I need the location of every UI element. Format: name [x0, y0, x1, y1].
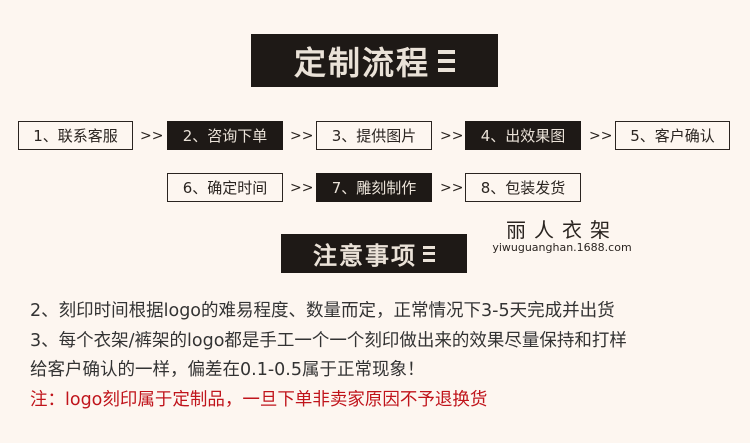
arrow-separator: >>	[140, 127, 164, 144]
step-1-contact-service: 1、联系客服	[18, 121, 133, 150]
brand-name: 丽人衣架	[506, 218, 618, 242]
arrow-separator: >>	[440, 127, 464, 144]
brand-logo: 丽人衣架 yiwuguanghan.1688.com	[492, 214, 632, 254]
step-5-customer-confirm: 5、客户确认	[615, 121, 730, 150]
brand-url: yiwuguanghan.1688.com	[492, 241, 632, 254]
step-3-provide-image: 3、提供图片	[316, 121, 432, 150]
arrow-separator: >>	[290, 179, 314, 196]
section-title-text: 注意事项	[313, 242, 417, 270]
step-4-render-preview: 4、出效果图	[465, 121, 581, 150]
menu-icon	[438, 49, 455, 72]
section-title-notes: 注意事项	[281, 234, 467, 273]
arrow-separator: >>	[589, 127, 613, 144]
section-title-customization-process: 定制流程	[251, 34, 498, 87]
warning-note: 注：logo刻印属于定制品，一旦下单非卖家原因不予退换货	[30, 390, 488, 410]
note-line-3: 给客户确认的一样，偏差在0.1-0.5属于正常现象！	[30, 360, 425, 380]
section-title-text: 定制流程	[293, 43, 430, 82]
step-6-confirm-time: 6、确定时间	[167, 173, 283, 202]
step-8-package-ship: 8、包装发货	[465, 173, 581, 202]
step-7-engraving: 7、雕刻制作	[316, 173, 432, 202]
note-line-1: 2、刻印时间根据logo的难易程度、数量而定，正常情况下3-5天完成并出货	[30, 301, 615, 321]
arrow-separator: >>	[440, 179, 464, 196]
menu-icon	[423, 245, 435, 262]
arrow-separator: >>	[290, 127, 314, 144]
note-line-2: 3、每个衣架/裤架的logo都是手工一个一个刻印做出来的效果尽量保持和打样	[30, 331, 627, 351]
step-2-inquiry-order: 2、咨询下单	[167, 121, 283, 150]
